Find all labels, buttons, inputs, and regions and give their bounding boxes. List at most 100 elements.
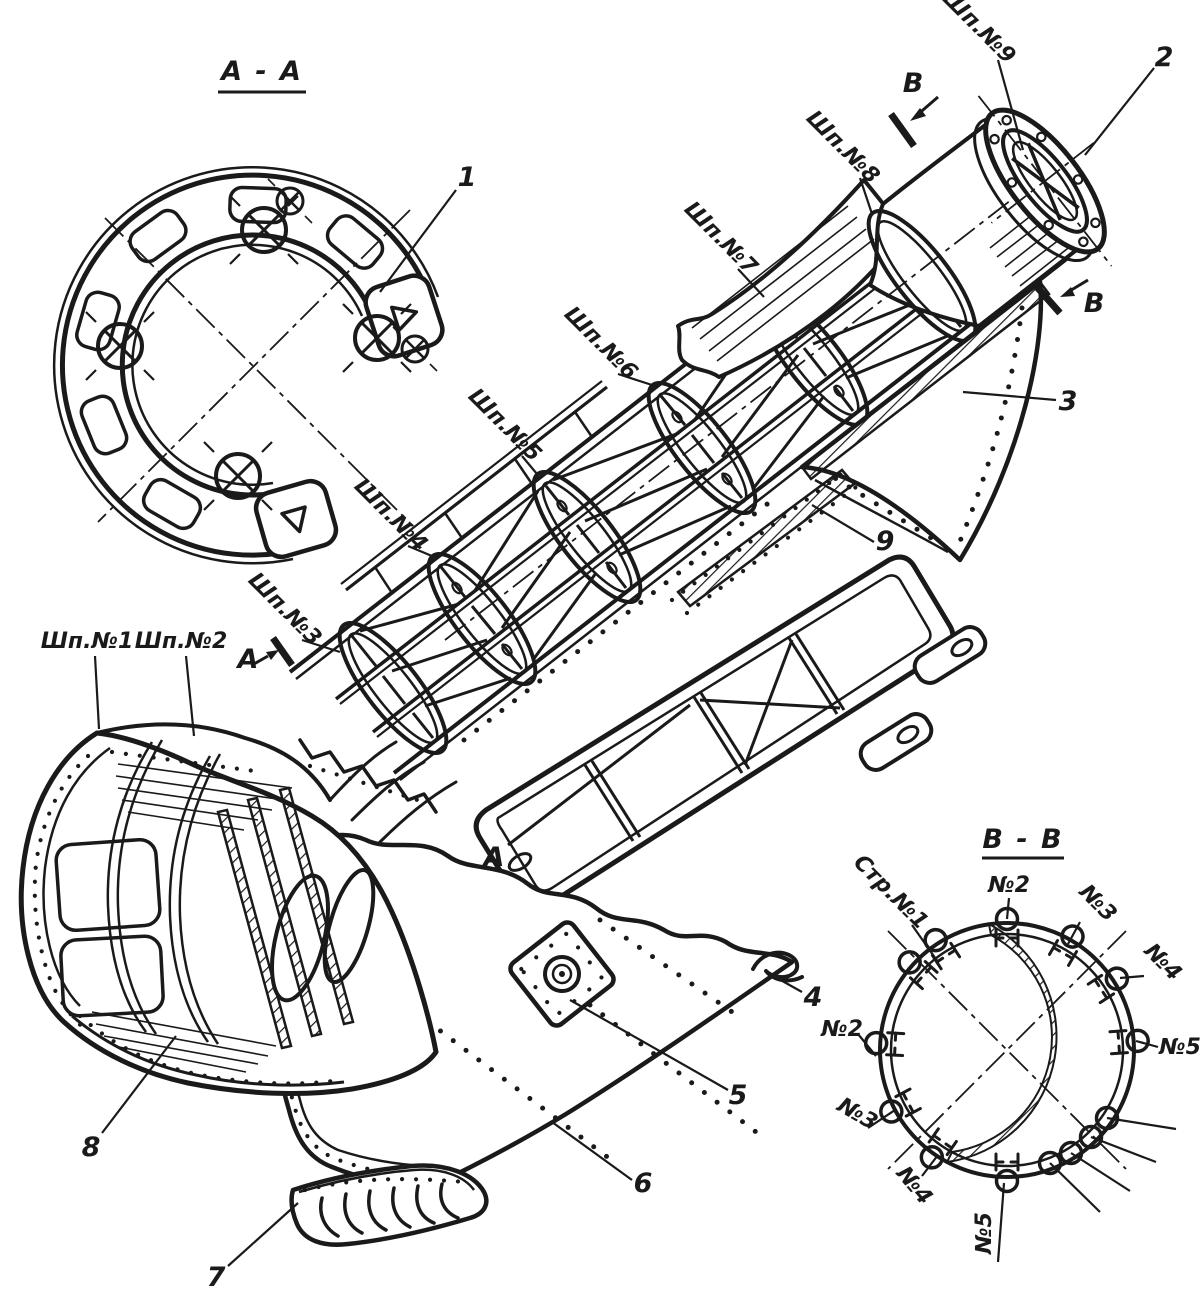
teardrop-cutout-1 (270, 873, 330, 1003)
frame-label-3: Шп.№3 (243, 568, 326, 651)
marker-a-lower: А (482, 842, 505, 873)
callout-9: 9 (876, 526, 895, 557)
marker-a-upper: А (236, 644, 259, 675)
part-callouts: 1 2 3 4 5 6 7 8 9 (82, 42, 1174, 1293)
stringer-label-leaders (857, 897, 1159, 1263)
bolt-symbol (203, 441, 273, 511)
bottom-pan-band (71, 1014, 345, 1087)
diag-brace-2 (246, 796, 323, 1038)
stringer-label-str1: Стр.№1 (848, 850, 933, 935)
bolt-symbol-small (392, 326, 438, 372)
bolt-symbol (342, 303, 412, 373)
end-pad-lower (253, 478, 339, 560)
tear-edge (298, 738, 438, 814)
marker-b-upper: В (903, 68, 924, 99)
section-markers: В В А А (236, 68, 1105, 873)
access-plate (508, 920, 616, 1028)
callout-4: 4 (803, 982, 823, 1013)
callout-leaders (101, 67, 1155, 1267)
frame-label-1: Шп.№1 (41, 629, 134, 654)
frame-label-7: Шп.№7 (679, 197, 763, 281)
nose-inner-rim (42, 746, 111, 1007)
stringer-label-right3: №3 (1073, 879, 1121, 927)
callout-8: 8 (82, 1132, 101, 1163)
marker-b-lower: В (1084, 288, 1105, 319)
frame-label-8: Шп.№8 (801, 106, 884, 189)
joint-strip (669, 466, 863, 616)
tail-ring-frame9 (973, 95, 1113, 267)
bolt-symbol (85, 311, 155, 381)
boom-rivet-row (461, 495, 778, 743)
bb-skin-hatch (945, 922, 1058, 1164)
louver-slats (319, 1182, 460, 1238)
callout-6: 6 (634, 1168, 653, 1199)
forward-fuselage (18, 722, 439, 1097)
teardrop-cutout-2 (322, 868, 376, 984)
frame-window-lower (59, 934, 165, 1018)
frame-label-5: Шп.№5 (463, 384, 546, 467)
cowl-shading-bottom (91, 1011, 277, 1073)
fin-trailing-rivets (955, 305, 1025, 549)
marker-b-lower-arrowhead (1060, 287, 1075, 297)
stringer-label-bottom5: №5 (972, 1212, 997, 1255)
ring-frame-5 (531, 469, 643, 605)
bolt-symbol-small (267, 178, 313, 224)
stringer-label-right5: №5 (1158, 1035, 1200, 1060)
stringer-label-left3: №3 (832, 1093, 882, 1136)
nose-top-rivets (109, 749, 265, 775)
bolt-symbol (229, 195, 299, 265)
end-pad-upper (363, 273, 445, 359)
ring-frame-3 (337, 620, 449, 756)
callout-5: 5 (729, 1080, 748, 1111)
stringer-right-5 (1108, 1027, 1151, 1056)
stringer-right-4 (1086, 961, 1134, 1005)
frame-label-leaders (93, 59, 1025, 737)
bb-inner-ring (889, 932, 1125, 1168)
fin-surface (799, 279, 1051, 563)
junction-rivets (307, 763, 427, 805)
ring-frame-6 (646, 380, 758, 516)
ring-frame-4 (426, 551, 538, 687)
frame-label-6: Шп.№6 (559, 302, 642, 385)
stringer-label-right4: №4 (1138, 938, 1186, 986)
marker-a-upper-arrowhead (266, 650, 279, 660)
bb-centerline-2 (887, 930, 1127, 1170)
louver-grille (289, 1163, 489, 1247)
frame-band-1 (106, 739, 164, 1035)
callout-2: 2 (1155, 42, 1174, 73)
panel-rivet-row-3 (597, 917, 738, 1017)
louver-rivets (302, 1177, 468, 1193)
marker-b-lower-bar (1034, 284, 1063, 316)
section-bb-title: В - В (982, 824, 1063, 855)
fin-root-hatch-band (800, 280, 1051, 481)
marker-b-upper-arrowhead (910, 108, 926, 121)
junction-fairing-lines (328, 740, 458, 846)
section-aa-view: А - А (52, 56, 445, 565)
cowl-shading-top (115, 763, 293, 831)
stringer-bottom-5 (994, 1152, 1020, 1194)
stringer-label-top2: №2 (987, 873, 1030, 898)
bottom-pan-rivets (77, 1013, 343, 1086)
keel-cross-members (507, 633, 846, 847)
nose-top-edge (95, 722, 332, 802)
stringer-cluster (1037, 1105, 1177, 1213)
frame-label-2: Шп.№2 (135, 629, 228, 654)
skin-patch-mid (676, 178, 907, 379)
callout-3: 3 (1059, 386, 1078, 417)
frame-label-9: Шп.№9 (937, 0, 1020, 69)
section-bb-view: В - В Стр.№1 № (820, 824, 1200, 1263)
keel-lug-aft (912, 625, 988, 685)
callout-1: 1 (458, 162, 477, 193)
flange-bolt-holes (989, 114, 1101, 248)
frame-window-upper (54, 837, 162, 933)
keel-lug-mid (858, 712, 934, 772)
marker-a-upper-bar (270, 635, 295, 668)
callout-7: 7 (207, 1262, 226, 1293)
keel-forward-hole (507, 852, 533, 872)
keel-truss-beam (473, 554, 988, 914)
stringer-left-2 (863, 1029, 906, 1058)
aa-centerline-2 (97, 209, 411, 523)
louver-band (298, 1168, 476, 1194)
